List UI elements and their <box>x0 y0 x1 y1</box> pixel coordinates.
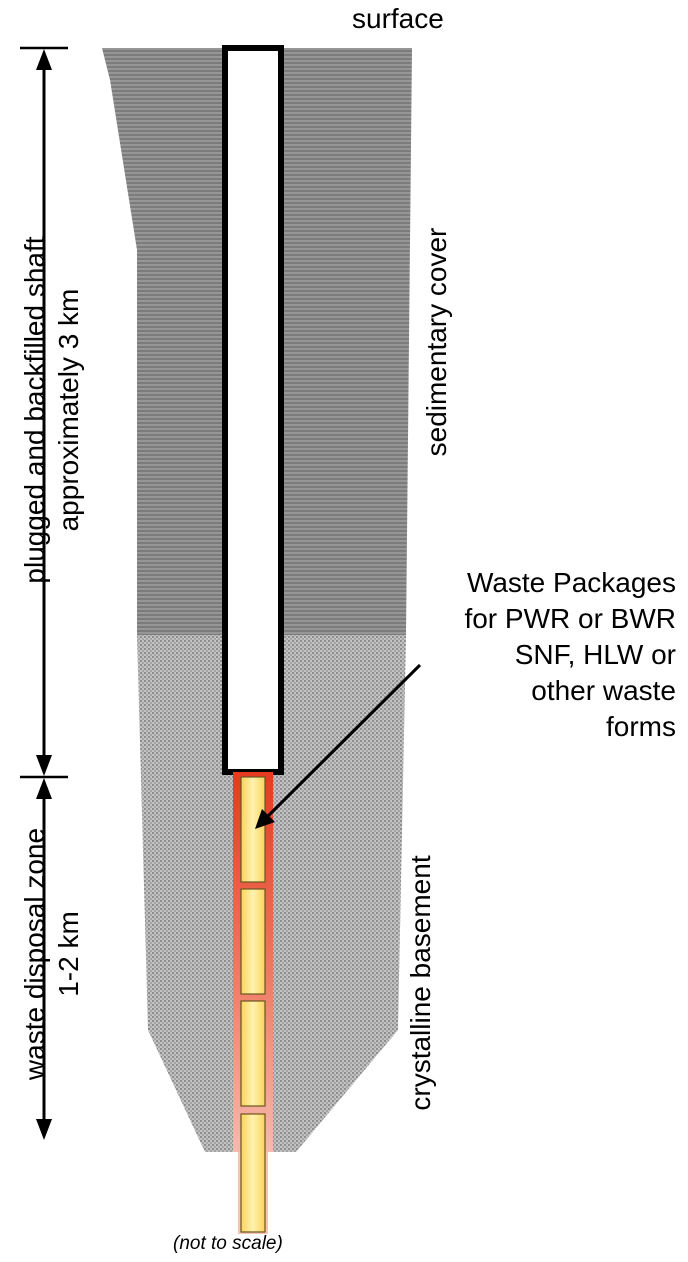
not-to-scale-note: (not to scale) <box>173 1233 283 1254</box>
shaft-label-line-2: approximately 3 km <box>53 288 84 532</box>
waste-label-line-3: SNF, HLW or <box>514 639 676 670</box>
waste-label-line-2: for PWR or BWR <box>464 603 676 634</box>
shaft-dimension-top-arrow <box>36 49 52 70</box>
disposal-label-line-2: 1-2 km <box>53 911 84 997</box>
waste-label-line-4: other waste <box>531 675 676 706</box>
waste-label-line-5: forms <box>606 711 676 742</box>
shaft-label-line-1: plugged and backfilled shaft <box>19 236 50 584</box>
waste-package-4 <box>240 1113 266 1233</box>
surface-label: surface <box>352 3 444 34</box>
disposal-dimension-label: waste disposal zone 1-2 km <box>18 828 86 1080</box>
sedimentary-cover-label: sedimentary cover <box>420 228 454 457</box>
waste-package-3 <box>240 1000 266 1107</box>
waste-label-line-1: Waste Packages <box>466 567 676 598</box>
sedimentary-cover-text: sedimentary cover <box>421 227 452 457</box>
shaft-dimension-bottom-arrow <box>36 755 52 776</box>
waste-package-2 <box>240 888 266 995</box>
crystalline-basement-label: crystalline basement <box>404 855 438 1110</box>
disposal-dimension-top-arrow <box>36 778 52 799</box>
waste-package-1 <box>240 776 266 883</box>
shaft-dimension-label: plugged and backfilled shaft approximate… <box>18 236 86 583</box>
waste-packages-label: Waste Packages for PWR or BWR SNF, HLW o… <box>376 565 676 745</box>
disposal-dimension-bottom-arrow <box>36 1119 52 1140</box>
crystalline-basement-text: crystalline basement <box>405 855 436 1111</box>
waste-package-pointer <box>260 663 422 824</box>
waste-package-pointer-head <box>255 809 275 829</box>
disposal-label-line-1: waste disposal zone <box>19 827 50 1081</box>
backfilled-shaft <box>222 45 284 775</box>
